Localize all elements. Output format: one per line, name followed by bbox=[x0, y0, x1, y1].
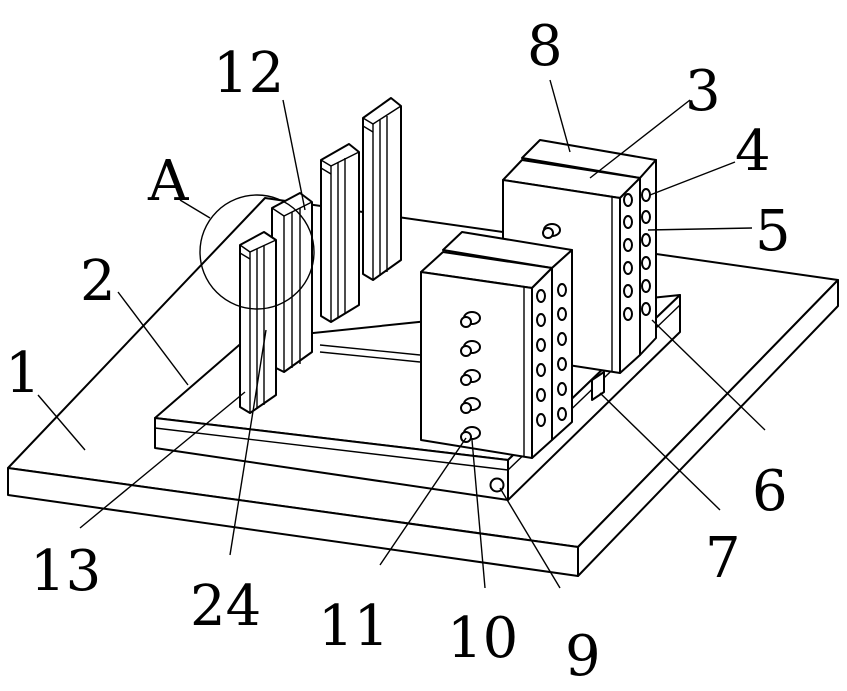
label-13: 13 bbox=[30, 539, 101, 604]
label-1: 1 bbox=[5, 341, 41, 406]
label-12: 12 bbox=[213, 41, 284, 106]
label-9: 9 bbox=[565, 624, 601, 686]
label-11: 11 bbox=[318, 594, 389, 659]
label-5: 5 bbox=[755, 199, 791, 264]
label-3: 3 bbox=[685, 59, 721, 124]
front-block bbox=[421, 232, 572, 458]
label-A: A bbox=[147, 149, 189, 214]
label-10: 10 bbox=[447, 606, 518, 671]
label-7: 7 bbox=[705, 526, 741, 591]
label-24: 24 bbox=[190, 574, 261, 639]
label-2: 2 bbox=[80, 249, 116, 314]
label-6: 6 bbox=[752, 459, 788, 524]
label-8: 8 bbox=[527, 14, 563, 79]
label-4: 4 bbox=[735, 119, 771, 184]
